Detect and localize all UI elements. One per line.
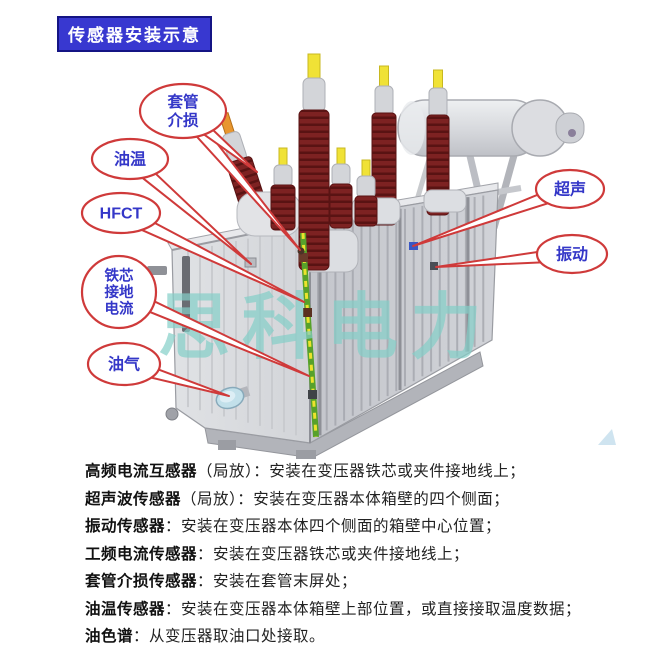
callout-bubble: [86, 341, 162, 387]
bushing-tall-front: [298, 53, 330, 271]
note-paren: （局放）: [181, 490, 238, 508]
watermark-text: 思科电力: [158, 288, 494, 368]
bushing-cap: [302, 77, 326, 113]
callout-label: 超声: [553, 180, 586, 199]
note-sensor-name: 套管介损传感器: [85, 573, 198, 590]
callout-label: 油气: [108, 355, 140, 374]
bushing-column: [298, 109, 330, 271]
callout-hfct: HFCT: [80, 191, 305, 303]
note-sensor-name: 工频电流传感器: [85, 545, 198, 563]
callout-oil-gas: 油气: [86, 341, 230, 397]
sensor-notes-list: 高频电流互感器（局放）：安装在变压器铁芯或夹件接地线上；超声波传感器（局放）：安…: [85, 458, 630, 651]
bushing-cap: [273, 164, 293, 188]
drain-valve: [165, 407, 179, 421]
callout-label: 油温: [114, 150, 146, 169]
bushing-rear-mid: [371, 65, 397, 226]
conservator-knob-dot: [568, 129, 576, 137]
callout-bubble: [534, 168, 606, 210]
conservator-knob: [555, 112, 585, 144]
callout-bubble: [138, 82, 228, 140]
tank-foot: [218, 440, 236, 450]
bushing-column: [354, 195, 378, 227]
strap-clamp-sensor: [308, 390, 317, 399]
bushing-tip: [307, 53, 321, 81]
note-row: 工频电流传感器：安装在变压器铁芯或夹件接地线上；: [85, 541, 630, 569]
callout-label: 振动: [556, 245, 588, 264]
strap-clamp-sensor: [299, 253, 308, 262]
note-description: ：安装在变压器铁芯或夹件接地线上；: [253, 463, 526, 480]
callout-ultrasonic: 超声: [412, 168, 606, 247]
note-paren: （局放）: [197, 463, 254, 480]
note-description: ：安装在变压器铁芯或夹件接地线上；: [197, 545, 470, 563]
side-handle: [147, 266, 167, 275]
note-row: 套管介损传感器：安装在套管末屏处；: [85, 568, 630, 596]
callout-label: 电流: [105, 300, 134, 318]
callout-bubble: [535, 233, 609, 275]
bushing-tip: [278, 147, 288, 168]
callout-label: 介损: [166, 111, 199, 130]
bushing-tip: [379, 65, 389, 89]
note-sensor-name: 油温传感器: [85, 600, 166, 618]
note-sensor-name: 油色谱: [85, 628, 134, 645]
hfct-sensor: [303, 308, 312, 317]
bushing-cap: [374, 85, 394, 117]
bushing-tip: [361, 159, 371, 179]
bushing-small-c: [354, 159, 378, 227]
radiator-ribs: [317, 195, 485, 436]
note-description: ：安装在套管末屏处；: [197, 573, 358, 590]
bushing-turret: [423, 189, 467, 213]
bushing-cap: [428, 87, 448, 119]
callout-oil-temperature: 油温: [90, 137, 252, 265]
callout-label: 套管: [167, 92, 198, 111]
callout-label: 铁芯: [105, 267, 134, 285]
note-row: 振动传感器：安装在变压器本体四个侧面的箱壁中心位置；: [85, 513, 630, 541]
note-description: ：安装在变压器本体四个侧面的箱壁中心位置；: [165, 518, 502, 535]
note-row: 油色谱：从变压器取油口处接取。: [85, 623, 630, 651]
callout-bubble: [80, 191, 162, 235]
note-sensor-name: 超声波传感器: [85, 490, 182, 508]
page-title: 传感器安装示意: [57, 16, 212, 52]
bushing-column: [371, 112, 397, 226]
grounding-strap: [299, 232, 319, 438]
note-row: 超声波传感器（局放）：安装在变压器本体箱壁的四个侧面；: [85, 486, 630, 514]
callout-label: HFCT: [100, 206, 143, 223]
note-sensor-name: 高频电流互感器: [85, 463, 198, 480]
bushing-small-mid: [329, 147, 353, 229]
note-row: 高频电流互感器（局放）：安装在变压器铁芯或夹件接地线上；: [85, 458, 630, 486]
bushing-cap: [356, 175, 376, 199]
vibration-sensor: [430, 262, 438, 270]
note-description: ：安装在变压器本体箱壁上部位置，或直接接取温度数据；: [165, 600, 582, 618]
callout-bubble: [90, 137, 170, 181]
note-description: ：从变压器取油口处接取。: [133, 628, 326, 645]
callout-vibration: 振动: [435, 233, 609, 275]
tank-foot: [296, 450, 316, 459]
note-description: ：安装在变压器本体箱壁的四个侧面；: [237, 490, 510, 508]
note-row: 油温传感器：安装在变压器本体箱壁上部位置，或直接接取温度数据；: [85, 596, 630, 624]
corner-artifact: [598, 429, 616, 445]
bushing-tip: [336, 147, 346, 167]
front-panel-slot: [182, 256, 190, 332]
callout-bushing-dielectric-loss: 套管介损: [138, 82, 301, 251]
callout-label: 接地: [105, 283, 134, 301]
bushing-cap: [331, 163, 351, 187]
bushing-column: [329, 183, 353, 229]
note-sensor-name: 振动传感器: [85, 518, 166, 535]
callout-bubble: [80, 254, 158, 330]
